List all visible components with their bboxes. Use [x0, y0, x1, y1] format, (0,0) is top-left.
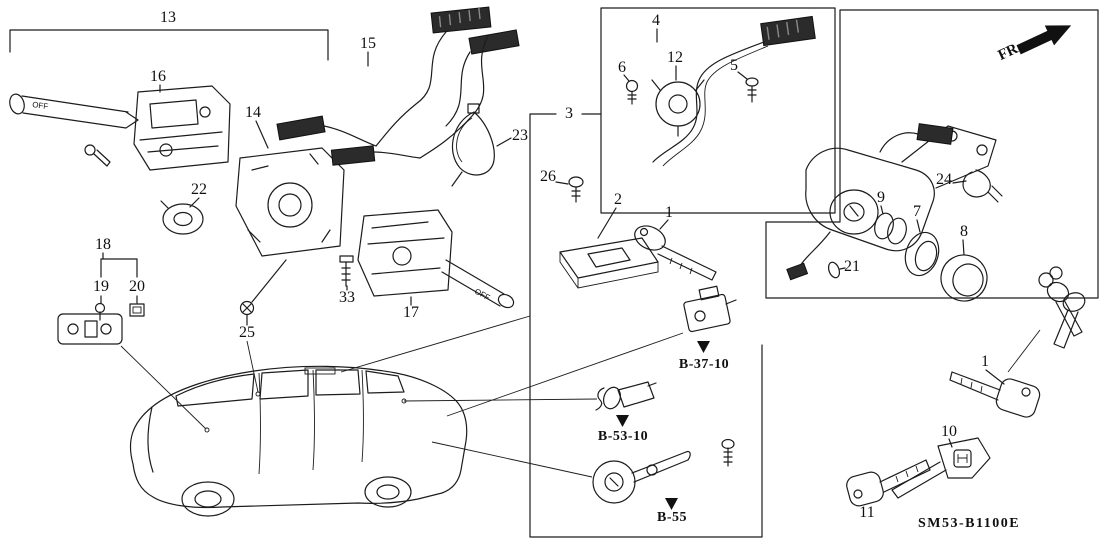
detail-ref-b-53-10: B-53-10: [597, 429, 649, 444]
diagram-code: SM53-B1100E: [917, 516, 1021, 531]
wiper-switch-17-drawing: OFF: [357, 209, 515, 309]
turn-signal-off-label: OFF: [32, 100, 49, 111]
detail-ref-b-37-10: B-37-10: [678, 357, 730, 372]
combination-switch-bracket: [9, 29, 329, 61]
callout-3: 3: [565, 105, 573, 122]
callout-22: 22: [191, 181, 207, 198]
clamp-24-drawing: [952, 169, 1003, 203]
callout-15: 15: [360, 35, 376, 52]
screw-33-drawing: [339, 255, 354, 291]
callout-13: 13: [160, 9, 176, 26]
callout-12: 12: [667, 49, 683, 66]
key-set-drawing: [1007, 266, 1086, 373]
ring-22-drawing: [160, 197, 204, 235]
screw-25-drawing: [239, 259, 287, 326]
interlock-box: [529, 113, 763, 538]
fr-direction-arrow: [1016, 25, 1072, 55]
callout-1-ignition-key: 1: [665, 204, 673, 221]
callout-26: 26: [540, 168, 556, 185]
location-leader-lines: [120, 315, 684, 478]
callout-1-key: 1: [981, 353, 989, 370]
steering-lock-box: [765, 9, 1099, 299]
callout-14: 14: [245, 104, 261, 121]
ignition-key-lower-drawing: [949, 369, 1041, 418]
callout-24: 24: [936, 171, 952, 188]
steering-lock-drawing: [786, 123, 997, 281]
switch-base-14-drawing: [235, 120, 345, 257]
key-11-drawing: [846, 459, 931, 507]
callout-21: 21: [844, 258, 860, 275]
wire-harness-15-drawing: [276, 6, 520, 166]
interlock-switch-drawing: [683, 285, 737, 333]
callout-9: 9: [877, 189, 885, 206]
down-arrow-b-55: [665, 498, 678, 510]
cover-8-drawing: [940, 239, 988, 302]
cable-tie-23-drawing: [451, 103, 512, 187]
down-arrow-b-53-10: [616, 415, 629, 427]
callout-33: 33: [339, 289, 355, 306]
car-drawing: [129, 365, 468, 517]
turn-signal-switch-drawing: [133, 84, 231, 171]
screw-drawing-left: [84, 144, 111, 167]
callout-6: 6: [618, 59, 626, 76]
ignition-switch-box: [600, 7, 836, 214]
callout-2: 2: [614, 191, 622, 208]
ring-9-drawing: [874, 205, 907, 245]
callout-25: 25: [239, 324, 255, 341]
callout-19: 19: [93, 278, 109, 295]
door-lock-53-drawing: [595, 381, 657, 411]
key-blank-10-drawing: [891, 437, 991, 499]
down-arrow-b-37-10: [697, 341, 710, 353]
callout-17: 17: [403, 304, 419, 321]
callout-23: 23: [512, 127, 528, 144]
callout-16: 16: [150, 68, 166, 85]
turn-signal-stalk-drawing: OFF: [9, 93, 139, 129]
callout-20: 20: [129, 278, 145, 295]
callout-5: 5: [730, 57, 738, 74]
trunk-lock-55-drawing: [592, 450, 691, 504]
callout-18: 18: [95, 236, 111, 253]
knob-bracket-18-group-drawing: [57, 252, 145, 345]
detail-ref-b-55: B-55: [657, 510, 687, 525]
callout-4: 4: [652, 12, 660, 29]
callout-10: 10: [941, 423, 957, 440]
callout-7: 7: [913, 203, 921, 220]
cover-7-drawing: [904, 219, 940, 277]
callout-11: 11: [859, 504, 875, 521]
clip-21-drawing: [827, 261, 846, 279]
callout-8: 8: [960, 223, 968, 240]
bolt-drawing-center: [721, 438, 735, 467]
